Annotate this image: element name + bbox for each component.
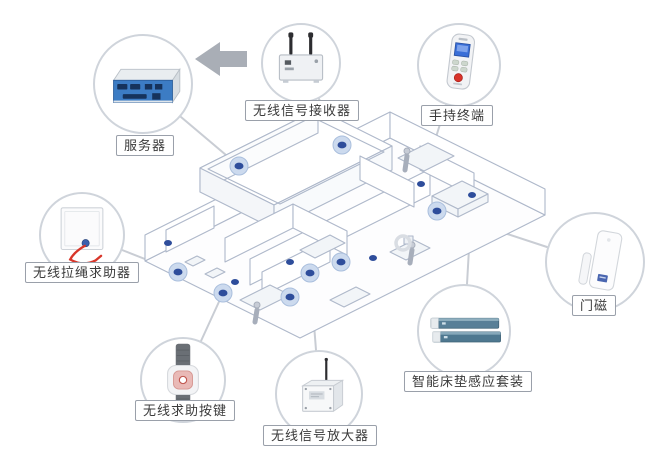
wireless-signal-receiver-icon (278, 32, 324, 83)
node-handheld-terminal (417, 23, 501, 107)
smart-mattress-sensor-kit-icon (430, 317, 501, 343)
wireless-call-button-icon (167, 343, 199, 417)
server-icon (112, 67, 181, 104)
node-smart-mattress-sensor-kit (417, 284, 511, 378)
node-wireless-signal-amplifier (275, 350, 363, 438)
plain-device-dots (164, 181, 476, 285)
handheld-terminal-icon (446, 33, 476, 90)
label-door-magnet-sensor: 门磁 (571, 295, 617, 316)
device-dots (164, 135, 476, 307)
ringed-device-dots (168, 135, 447, 307)
node-door-magnet-sensor (545, 212, 645, 312)
node-wireless-signal-receiver (261, 23, 341, 103)
label-wireless-signal-amplifier: 无线信号放大器 (262, 425, 378, 446)
door-magnet-sensor-icon (578, 230, 623, 291)
label-smart-mattress-sensor-kit: 智能床垫感应套装 (403, 371, 533, 392)
label-wireless-pull-cord-alarm: 无线拉绳求助器 (24, 262, 140, 283)
floor-plan (144, 108, 546, 339)
label-handheld-terminal: 手持终端 (420, 105, 494, 126)
label-server: 服务器 (115, 135, 175, 156)
left-arrow-icon (195, 42, 247, 76)
label-wireless-call-button: 无线求助按键 (134, 400, 236, 421)
wireless-signal-amplifier-icon (300, 357, 345, 413)
white-ring-marker (394, 234, 412, 252)
node-server (93, 34, 193, 134)
people-figures (252, 147, 416, 325)
label-wireless-signal-receiver: 无线信号接收器 (244, 100, 360, 121)
